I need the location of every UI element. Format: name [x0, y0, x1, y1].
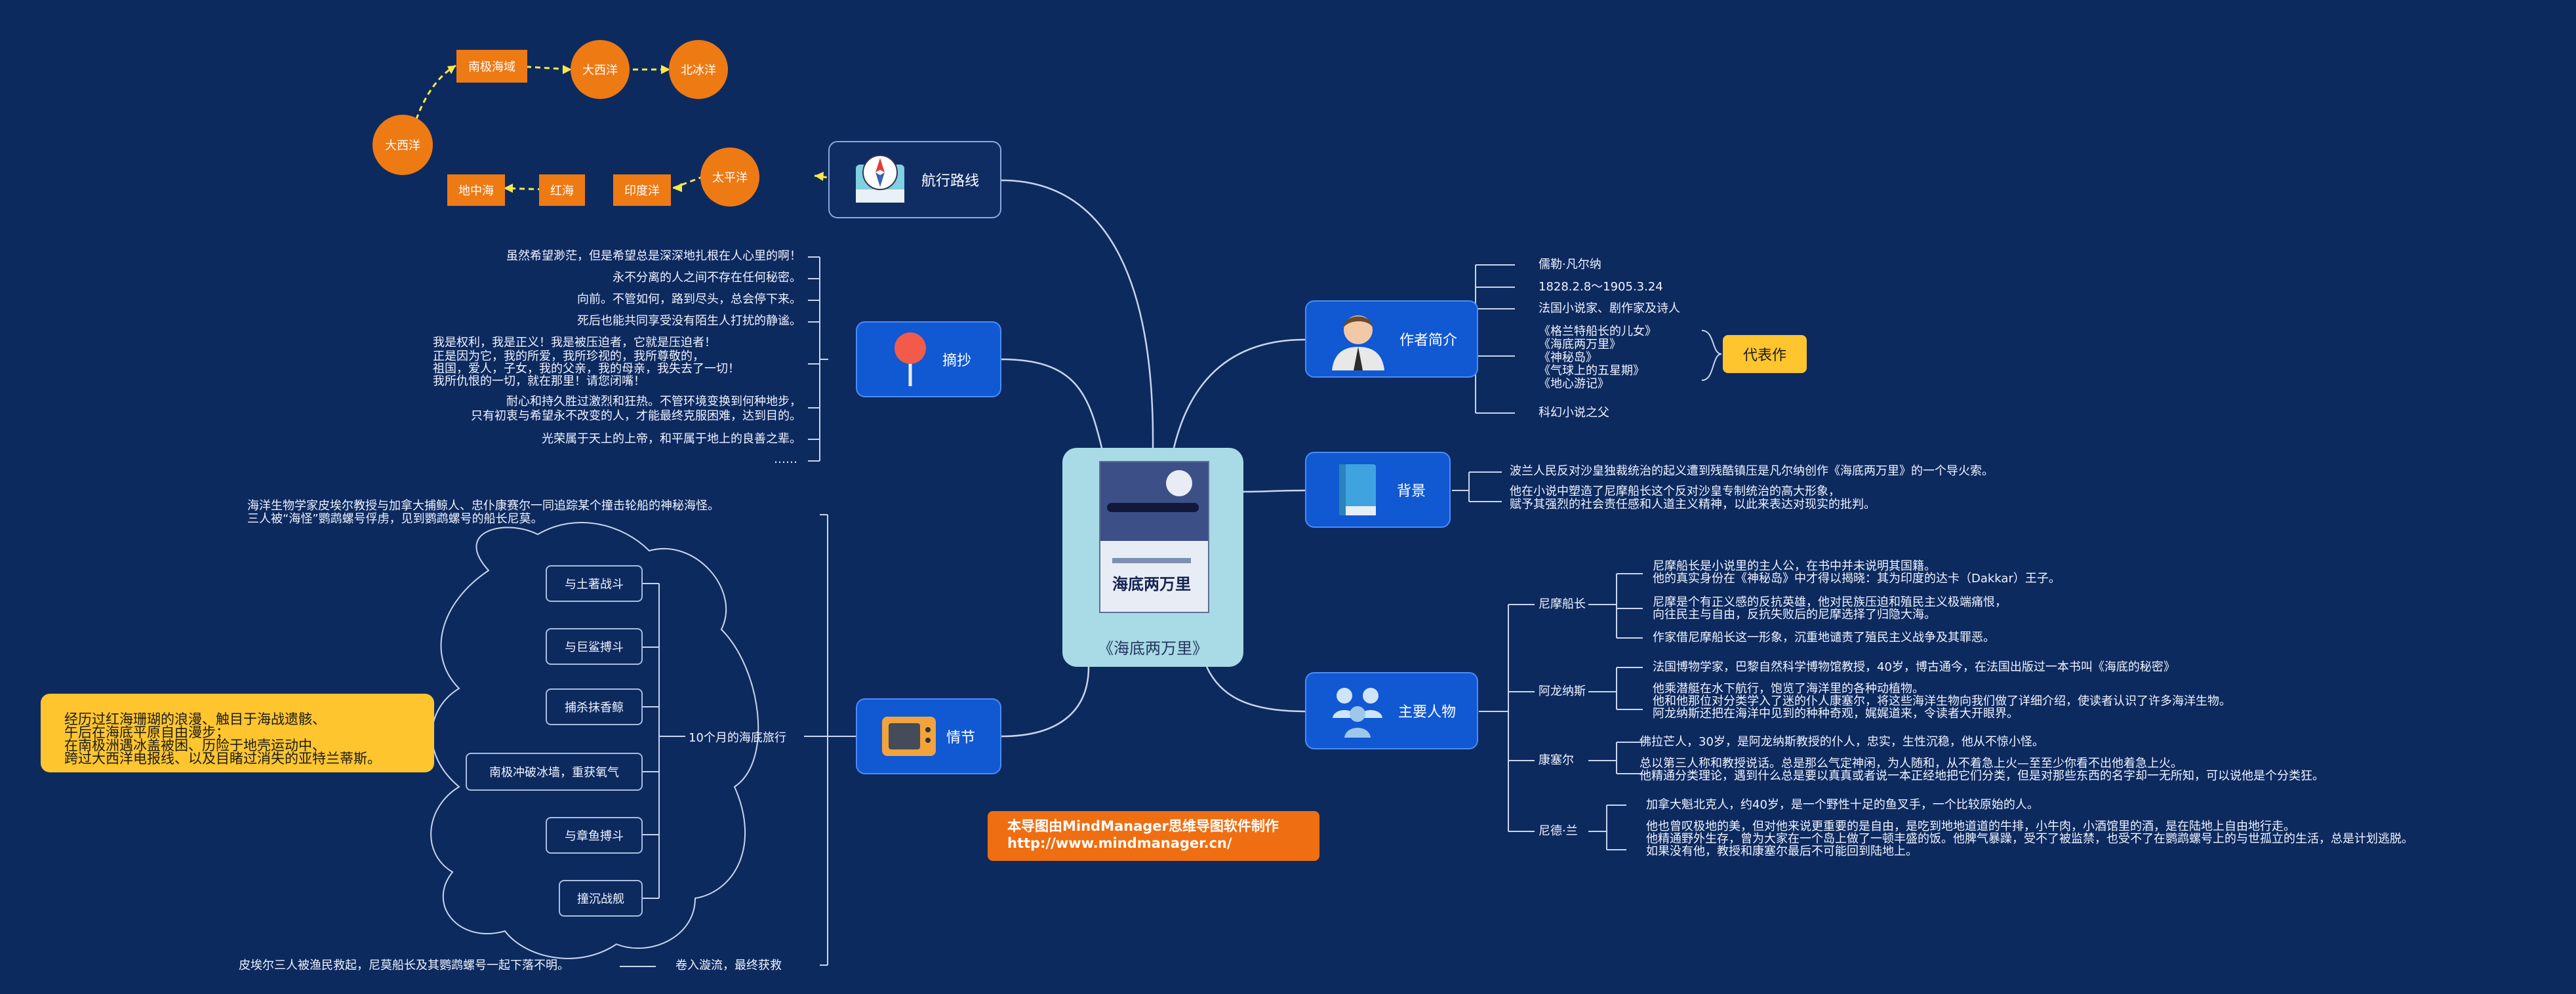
- book-cover-title: 海底两万里: [1112, 575, 1191, 593]
- voyage-cloud: [430, 522, 759, 959]
- route-node-mediterranean[interactable]: 地中海: [447, 174, 505, 206]
- nemo-detail-2: 尼摩是个有正义感的反抗英雄，他对民族压迫和殖民主义极端痛恨， 向往民主与自由，反…: [1653, 595, 2007, 622]
- topic-background-label: 背景: [1397, 483, 1426, 500]
- link-route: [1001, 179, 1154, 448]
- author-dates: 1828.2.8～1905.3.24: [1539, 280, 1663, 294]
- topic-excerpt[interactable]: 摘抄: [856, 321, 1001, 397]
- voyage-summary[interactable]: 经历过红海珊瑚的浪漫、触目于海战遗骸、 午后在海底平原自由漫步； 在南极洲遇冰盖…: [41, 694, 434, 772]
- nemo-detail-3: 作家借尼摩船长这一形象，沉重地谴责了殖民主义战争及其罪恶。: [1653, 631, 1995, 645]
- event-hunt-whale[interactable]: 捕杀抹香鲸: [546, 688, 643, 725]
- excerpt-7: 光荣属于天上的上帝，和平属于地上的良善之辈。: [542, 432, 801, 446]
- topic-excerpt-label: 摘抄: [942, 353, 972, 369]
- tv-icon: [882, 717, 936, 756]
- topic-author[interactable]: 作者简介: [1305, 300, 1478, 378]
- author-role: 法国小说家、剧作家及诗人: [1539, 302, 1680, 315]
- route-node-antarctic[interactable]: 南极海域: [456, 50, 527, 83]
- route-node-atlantic-top[interactable]: 大西洋: [571, 40, 630, 99]
- link-background: [1243, 489, 1306, 493]
- book-cover-image: 海底两万里: [1099, 461, 1209, 613]
- credit-banner[interactable]: 本导图由MindManager思维导图软件制作 http://www.mindm…: [988, 811, 1319, 861]
- author-works: 《格兰特船长的儿女》 《海底两万里》 《神秘岛》 《气球上的五星期》 《地心游记…: [1539, 325, 1657, 391]
- topic-route[interactable]: 航行路线: [828, 141, 1001, 218]
- aronnax-connectors: [1588, 667, 1643, 710]
- central-topic[interactable]: 海底两万里 《海底两万里》: [1062, 448, 1243, 667]
- aronnax-detail-2: 他乘潜艇在水下航行，饱览了海洋里的各种动植物。 他和他那位对分类学入了迷的仆人康…: [1653, 682, 2231, 721]
- excerpt-6: 耐心和持久胜过激烈和狂热。不管环境变换到何种地步， 只有初衷与希望永不改变的人，…: [471, 395, 801, 423]
- aronnax-detail-1: 法国博物学家，巴黎自然科学博物馆教授，40岁，博古通今，在法国出版过一本书叫《海…: [1653, 660, 2175, 674]
- voyage-label: 10个月的海底旅行: [689, 731, 786, 745]
- event-fight-natives[interactable]: 与土著战斗: [546, 565, 643, 602]
- works-label[interactable]: 代表作: [1723, 335, 1807, 373]
- conseil-detail-1: 佛拉芒人，30岁，是阿龙纳斯教授的仆人，忠实，生性沉稳，他从不惊小怪。: [1640, 735, 2044, 749]
- excerpt-connectors: [808, 256, 828, 462]
- topic-plot-label: 情节: [946, 730, 976, 746]
- excerpt-5: 我是权利，我是正义！我是被压迫者，它就是压迫者！ 正是因为它，我的所爱，我所珍视…: [433, 336, 740, 388]
- character-conseil: 康塞尔: [1539, 753, 1574, 767]
- excerpt-3: 向前。不管如何，路到尽头，总会停下来。: [577, 292, 801, 306]
- character-nemo: 尼摩船长: [1539, 597, 1586, 611]
- person-icon: [1332, 315, 1384, 370]
- whirlpool-label: 卷入漩流，最终获救: [675, 959, 782, 972]
- route-node-arctic[interactable]: 北冰洋: [669, 40, 728, 99]
- excerpt-1: 虽然希望渺茫，但是希望总是深深地扎根在人心里的啊！: [506, 249, 801, 263]
- background-connectors: [1452, 471, 1502, 502]
- event-fight-octopus[interactable]: 与章鱼搏斗: [546, 817, 643, 854]
- character-aronnax: 阿龙纳斯: [1539, 685, 1586, 698]
- excerpt-ellipsis: ……: [774, 452, 797, 466]
- event-connectors: [643, 583, 685, 899]
- background-1: 波兰人民反对沙皇独裁统治的起义遭到残酷镇压是凡尔纳创作《海底两万里》的一个导火索…: [1510, 464, 1994, 478]
- map-icon: [856, 155, 904, 203]
- ned-connectors: [1588, 805, 1626, 850]
- people-icon: [1333, 688, 1382, 738]
- link-author: [1173, 338, 1306, 448]
- conseil-connectors: [1588, 742, 1643, 774]
- author-title: 科幻小说之父: [1539, 406, 1609, 420]
- excerpt-2: 永不分离的人之间不存在任何秘密。: [613, 271, 801, 285]
- ned-detail-2: 他也曾叹极地的美，但对他来说更重要的是自由，是吃到地地道道的牛排，小牛肉，小酒馆…: [1646, 820, 2413, 858]
- conseil-detail-2: 总以第三人称和教授说话。总是那么气定神闲，为人随和，从不着急上火—至至少你看不出…: [1640, 757, 2324, 783]
- author-name: 儒勒·凡尔纳: [1539, 258, 1601, 271]
- event-fight-shark[interactable]: 与巨鲨搏斗: [546, 628, 643, 665]
- route-node-pacific[interactable]: 太平洋: [700, 148, 759, 207]
- event-antarctic-ice[interactable]: 南极冲破冰墙，重获氧气: [466, 753, 643, 791]
- pin-icon: [895, 332, 926, 386]
- central-title: 《海底两万里》: [1098, 639, 1208, 658]
- character-connectors: [1479, 604, 1535, 832]
- excerpt-4: 死后也能共同享受没有陌生人打扰的静谧。: [577, 314, 801, 328]
- topic-route-label: 航行路线: [921, 173, 980, 189]
- character-ned: 尼德·兰: [1539, 824, 1578, 838]
- plot-ending: 皮埃尔三人被渔民救起，尼莫船长及其鹦鹉螺号一起下落不明。: [239, 959, 569, 972]
- ned-detail-1: 加拿大魁北克人，约40岁，是一个野性十足的鱼叉手，一个比较原始的人。: [1646, 798, 2039, 812]
- route-node-indian[interactable]: 印度洋: [613, 174, 671, 206]
- book-icon: [1339, 464, 1376, 515]
- nemo-connectors: [1588, 573, 1643, 639]
- works-brace: [1701, 330, 1722, 381]
- topic-author-label: 作者简介: [1399, 332, 1458, 349]
- link-excerpt: [1001, 358, 1103, 448]
- topic-background[interactable]: 背景: [1305, 452, 1451, 528]
- topic-characters-label: 主要人物: [1398, 704, 1457, 721]
- plot-connectors: [804, 514, 856, 966]
- topic-characters[interactable]: 主要人物: [1305, 672, 1478, 749]
- route-node-red-sea[interactable]: 红海: [539, 174, 585, 206]
- background-2: 他在小说中塑造了尼摩船长这个反对沙皇专制统治的高大形象， 赋予其强烈的社会责任感…: [1510, 485, 1876, 511]
- nemo-detail-1: 尼摩船长是小说里的主人公，在书中并未说明其国籍。 他的真实身份在《神秘岛》中才得…: [1653, 559, 2061, 586]
- link-characters: [1205, 666, 1306, 713]
- book-cover-art: [1100, 462, 1208, 541]
- route-node-atlantic-left[interactable]: 大西洋: [372, 115, 433, 175]
- topic-plot[interactable]: 情节: [856, 698, 1001, 774]
- link-plot: [1001, 666, 1090, 738]
- event-sink-warship[interactable]: 撞沉战舰: [559, 880, 643, 917]
- plot-intro: 海洋生物学家皮埃尔教授与加拿大捕鲸人、忠仆康赛尔一同追踪某个撞击轮船的神秘海怪。…: [247, 499, 719, 526]
